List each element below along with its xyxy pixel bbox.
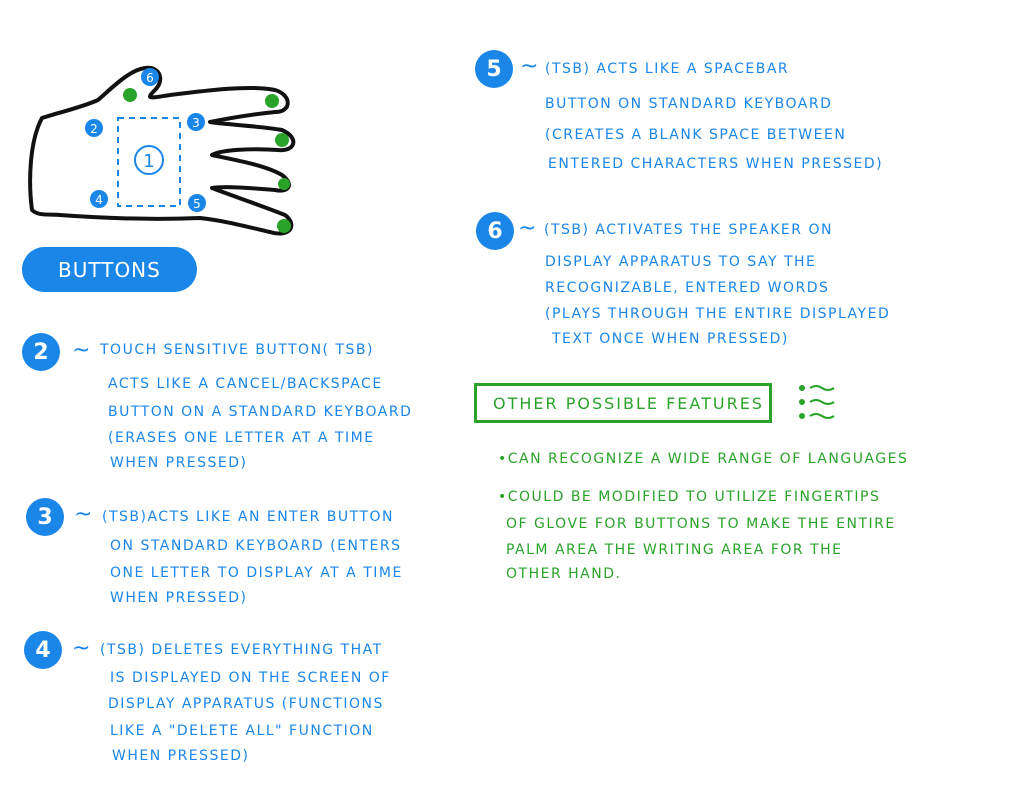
description-line: LIKE A "DELETE ALL" FUNCTION [110,723,374,739]
description-line: DISPLAY APPARATUS (FUNCTIONS [108,696,384,712]
button-number-4: 4 [24,631,62,669]
palm-area [117,117,181,207]
description-line: RECOGNIZABLE, ENTERED WORDS [545,280,830,296]
description-line: BUTTON ON STANDARD KEYBOARD [545,96,833,112]
feature-item: PALM AREA THE WRITING AREA FOR THE [506,542,843,558]
feature-item: OF GLOVE FOR BUTTONS TO MAKE THE ENTIRE [506,516,896,532]
description-line: ENTERED CHARACTERS WHEN PRESSED) [548,156,884,172]
hand-label-3: 3 [192,116,200,130]
description-line: IS DISPLAYED ON THE SCREEN OF [110,670,391,686]
description-line: TOUCH SENSITIVE BUTTON( TSB) [100,342,374,358]
description-line: ONE LETTER TO DISPLAY AT A TIME [110,565,403,581]
hand-label-1: 1 [143,151,154,172]
description-line: (TSB)ACTS LIKE AN ENTER BUTTON [102,509,394,525]
hand-label-4: 4 [95,193,103,207]
hand-label-5: 5 [193,197,201,211]
description-line: (CREATES A BLANK SPACE BETWEEN [545,127,847,143]
button-number-3: 3 [26,498,64,536]
button-number-5: 5 [475,50,513,88]
description-line: BUTTON ON A STANDARD KEYBOARD [108,404,413,420]
fingertip-dot [278,178,290,190]
hand-outline [28,65,296,236]
button-number-6: 6 [476,212,514,250]
tilde-icon: ~ [520,54,539,79]
feature-item: •CAN RECOGNIZE A WIDE RANGE OF LANGUAGES [498,451,909,467]
description-line: ACTS LIKE A CANCEL/BACKSPACE [108,376,383,392]
tilde-icon: ~ [74,502,93,527]
fingertip-dot [265,94,279,108]
description-line: TEXT ONCE WHEN PRESSED) [552,331,789,347]
feature-item: •COULD BE MODIFIED TO UTILIZE FINGERTIPS [498,489,881,505]
hand-diagram: 1 6 2 3 4 5 [28,65,296,236]
description-line: (ERASES ONE LETTER AT A TIME [108,430,375,446]
description-line: WHEN PRESSED) [110,590,248,606]
features-heading: OTHER POSSIBLE FEATURES [474,383,772,423]
button-number-2: 2 [22,333,60,371]
description-line: (TSB) ACTIVATES THE SPEAKER ON [544,222,833,238]
description-line: WHEN PRESSED) [112,748,250,764]
tilde-icon: ~ [72,636,91,661]
list-icon [799,385,835,419]
description-line: (TSB) ACTS LIKE A SPACEBAR [545,61,790,77]
buttons-heading: BUTTONS [22,247,197,292]
description-line: (TSB) DELETES EVERYTHING THAT [100,642,383,658]
fingertip-dot [275,133,289,147]
description-line: DISPLAY APPARATUS TO SAY THE [545,254,817,270]
description-line: WHEN PRESSED) [110,455,248,471]
fingertip-dot [123,88,137,102]
tilde-icon: ~ [72,338,91,363]
fingertip-dot [277,219,291,233]
feature-item: OTHER HAND. [506,566,622,582]
hand-label-2: 2 [90,122,98,136]
hand-label-6: 6 [146,71,154,85]
tilde-icon: ~ [518,216,537,241]
description-line: ON STANDARD KEYBOARD (ENTERS [110,538,402,554]
description-line: (PLAYS THROUGH THE ENTIRE DISPLAYED [545,306,891,322]
